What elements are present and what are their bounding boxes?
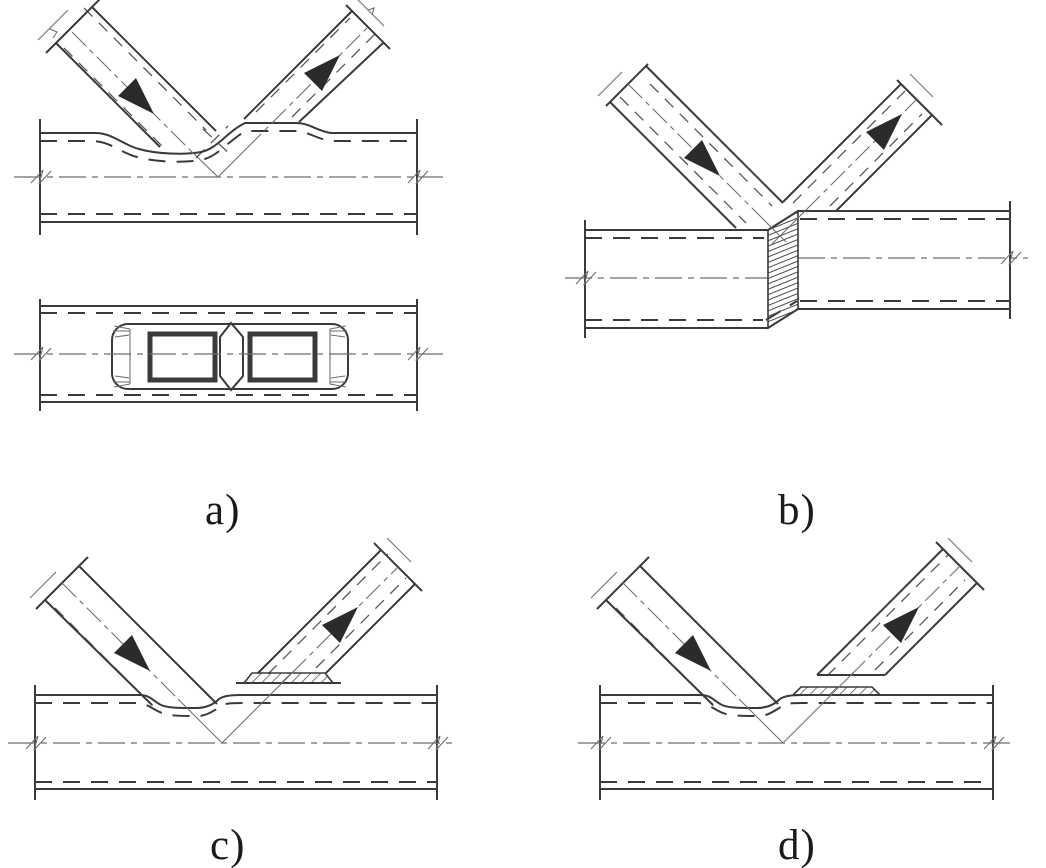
break-mark <box>575 270 597 286</box>
force-arrow-toward-joint <box>118 78 154 114</box>
force-arrow-toward-joint <box>114 635 150 671</box>
hatched-reinforcement-plate <box>791 686 882 696</box>
break-mark <box>407 346 429 362</box>
hatched-end-plate <box>242 672 335 684</box>
right-brace-footprint <box>247 331 318 383</box>
right-brace <box>771 73 943 245</box>
break-mark <box>25 735 47 751</box>
brace-end-cut <box>605 63 649 107</box>
left-brace-footprint <box>147 331 218 383</box>
panel-b-label: b) <box>778 487 816 534</box>
right-brace-cut-above-plate <box>782 537 985 744</box>
left-brace <box>37 0 219 178</box>
panel-d-label: d) <box>778 822 816 868</box>
panel-c-drawing <box>8 537 455 800</box>
break-mark <box>407 169 429 185</box>
brace-end-cut <box>345 4 391 50</box>
force-arrow-toward-joint <box>675 635 711 671</box>
chord-elevation <box>578 685 1012 800</box>
panel-d-drawing <box>578 537 1012 800</box>
panel-a-drawing <box>14 0 443 411</box>
force-arrow-away-from-joint <box>304 55 340 91</box>
break-mark <box>30 346 52 362</box>
break-mark <box>983 735 1005 751</box>
panel-a-label: a) <box>205 487 241 534</box>
ridge-between-braces <box>219 321 244 392</box>
right-brace-with-end-plate <box>221 537 423 744</box>
chord-elevation <box>14 119 443 235</box>
force-arrow-toward-joint <box>684 140 720 176</box>
force-arrow-away-from-joint <box>866 114 902 150</box>
left-brace <box>597 63 787 243</box>
left-brace <box>29 556 223 744</box>
chord-elevation <box>8 685 455 800</box>
stepped-chord <box>565 201 1028 338</box>
brace-end-cut <box>896 79 943 126</box>
plan-view <box>14 299 443 411</box>
break-mark <box>590 735 612 751</box>
left-brace <box>590 556 784 744</box>
right-brace <box>195 0 391 178</box>
break-mark <box>1000 250 1022 266</box>
break-mark <box>30 169 52 185</box>
panel-c-label: c) <box>210 822 246 868</box>
break-mark <box>427 735 449 751</box>
brace-end-cut <box>45 0 101 54</box>
panel-b-drawing <box>565 63 1028 338</box>
force-arrow-away-from-joint <box>883 607 919 643</box>
force-arrow-away-from-joint <box>322 607 358 643</box>
